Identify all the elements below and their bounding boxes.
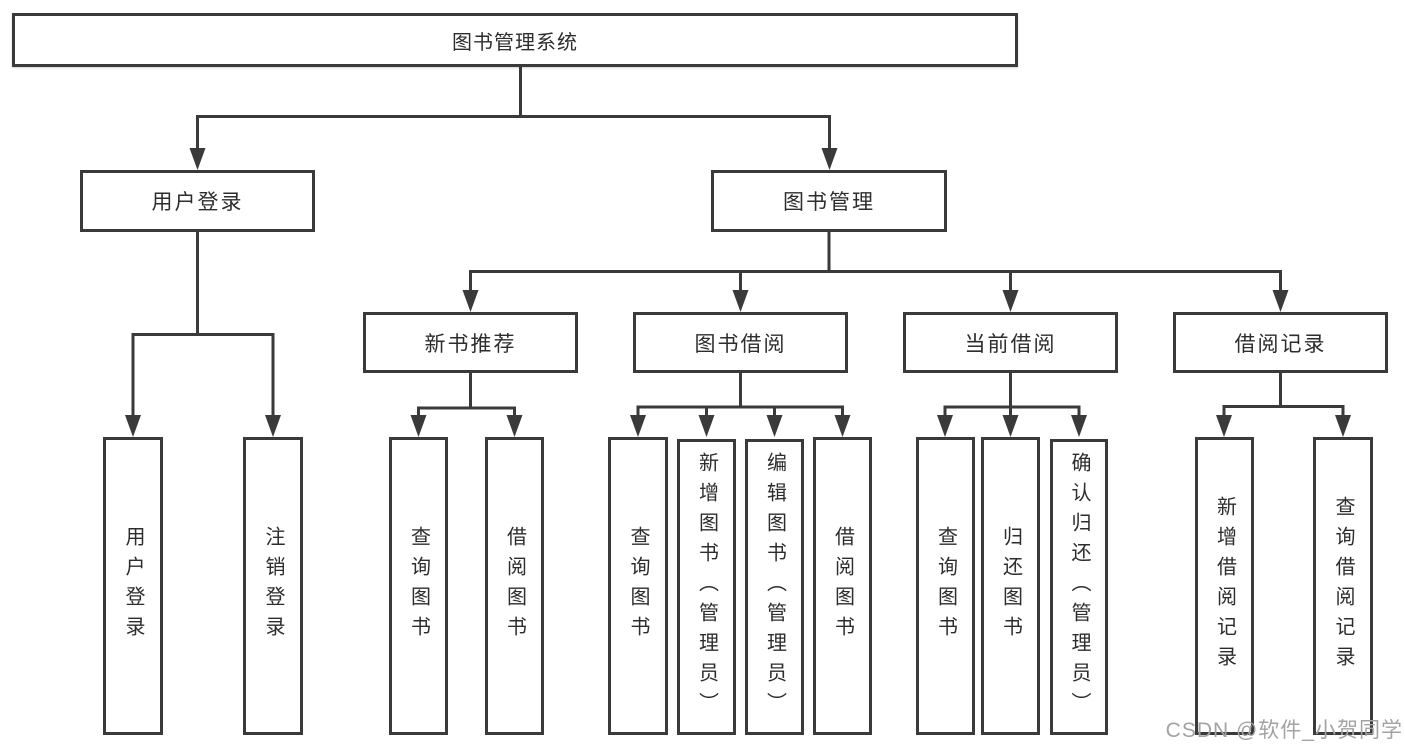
- leaf-query-borrow-record-label: 查询借阅记录: [1332, 496, 1354, 676]
- node-book-borrowing: 图书借阅: [633, 312, 848, 373]
- leaf-logout-label: 注销登录: [262, 526, 284, 646]
- leaf-query-books-2: 查询图书: [608, 437, 668, 735]
- leaf-add-book-admin: 新增图书（管理员）: [677, 439, 736, 735]
- leaf-add-borrow-record-label: 新增借阅记录: [1213, 496, 1236, 676]
- node-borrow-records: 借阅记录: [1173, 312, 1388, 373]
- node-library-system-label: 图书管理系统: [452, 31, 578, 54]
- leaf-query-books-2-label: 查询图书: [627, 526, 649, 646]
- leaf-edit-book-admin-label: 编辑图书（管理员）: [763, 452, 786, 722]
- leaf-confirm-return-admin: 确认归还（管理员）: [1050, 439, 1108, 735]
- node-current-borrowing-label: 当前借阅: [964, 332, 1057, 356]
- leaf-query-books-1: 查询图书: [389, 437, 448, 735]
- leaf-return-books-label: 归还图书: [999, 526, 1022, 646]
- leaf-borrow-books-2-label: 借阅图书: [831, 526, 854, 646]
- leaf-borrow-books-1: 借阅图书: [485, 437, 544, 735]
- leaf-query-books-3-label: 查询图书: [934, 526, 957, 646]
- leaf-edit-book-admin: 编辑图书（管理员）: [745, 439, 804, 735]
- watermark: CSDN @软件_小贺同学: [1165, 719, 1403, 742]
- leaf-user-login-label: 用户登录: [122, 526, 144, 646]
- leaf-confirm-return-admin-label: 确认归还（管理员）: [1068, 452, 1090, 722]
- leaf-return-books: 归还图书: [981, 437, 1040, 735]
- node-user-login-label: 用户登录: [151, 191, 244, 214]
- node-library-system: 图书管理系统: [12, 13, 1018, 67]
- leaf-add-book-admin-label: 新增图书（管理员）: [695, 452, 718, 722]
- leaf-user-login: 用户登录: [103, 437, 163, 735]
- node-user-login: 用户登录: [80, 170, 315, 232]
- leaf-borrow-books-2: 借阅图书: [813, 437, 872, 735]
- node-new-book-recommend-label: 新书推荐: [424, 332, 517, 356]
- node-current-borrowing: 当前借阅: [903, 312, 1118, 373]
- node-borrow-records-label: 借阅记录: [1234, 332, 1327, 356]
- leaf-logout: 注销登录: [243, 437, 303, 735]
- leaf-add-borrow-record: 新增借阅记录: [1195, 437, 1254, 735]
- leaf-query-books-1-label: 查询图书: [407, 526, 430, 646]
- leaf-query-books-3: 查询图书: [916, 437, 975, 735]
- node-new-book-recommend: 新书推荐: [363, 312, 578, 373]
- node-book-borrowing-label: 图书借阅: [694, 332, 787, 356]
- node-book-management: 图书管理: [711, 170, 947, 232]
- leaf-borrow-books-1-label: 借阅图书: [503, 526, 526, 646]
- node-book-management-label: 图书管理: [783, 191, 875, 214]
- leaf-query-borrow-record: 查询借阅记录: [1313, 437, 1373, 735]
